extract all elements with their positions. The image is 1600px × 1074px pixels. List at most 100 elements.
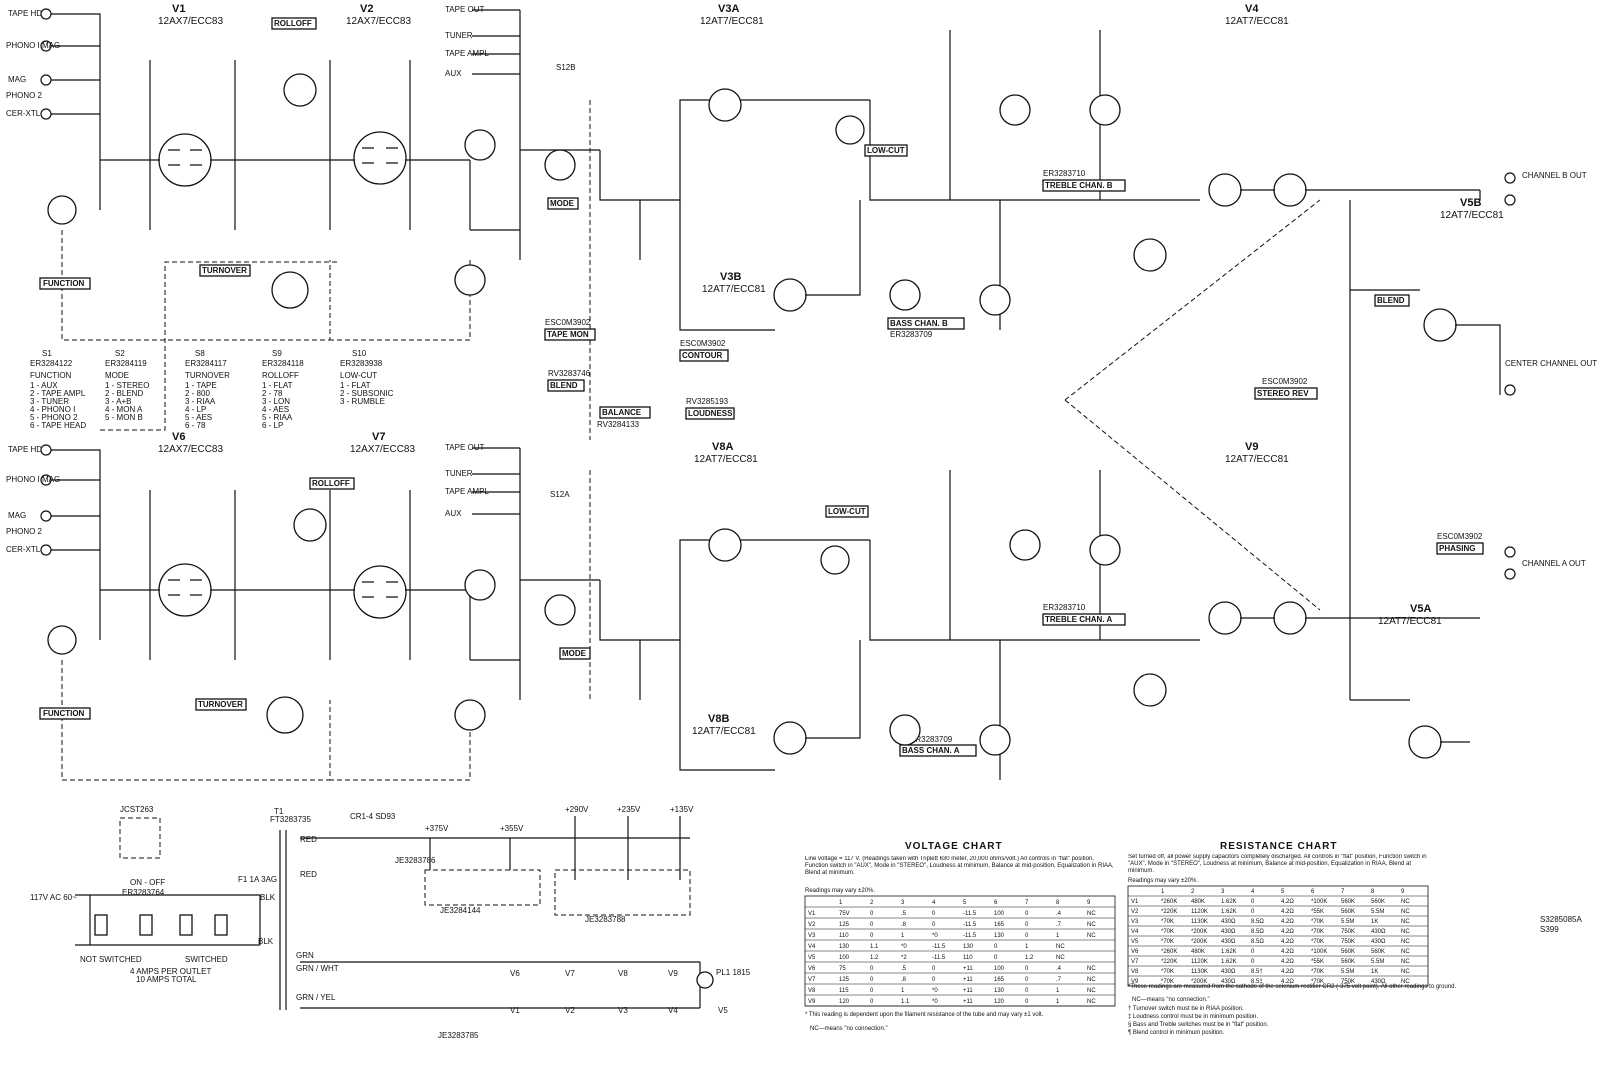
resistance-table-cell: 8.5†: [1251, 969, 1263, 975]
voltage-table-cell: 0: [994, 955, 998, 961]
voltage-table-cell: 100: [994, 911, 1005, 917]
svg-text:RED: RED: [300, 870, 317, 879]
resistance-table-cell: 430Ω: [1221, 939, 1236, 945]
resistance-table-cell: *70K: [1161, 939, 1174, 945]
voltage-table-header-cell: 7: [1025, 900, 1029, 906]
svg-text:JE3283785: JE3283785: [438, 1031, 479, 1040]
switch-linkages: [61, 100, 1321, 781]
svg-text:RED: RED: [300, 835, 317, 844]
svg-text:10 AMPS TOTAL: 10 AMPS TOTAL: [136, 975, 197, 984]
svg-text:ESC0M3902: ESC0M3902: [1437, 532, 1483, 541]
voltage-table-cell: V2: [808, 922, 816, 928]
resistance-table-cell: 560K: [1371, 949, 1385, 955]
voltage-table-cell: 75V: [839, 911, 850, 917]
voltage-table-cell: 1: [901, 933, 905, 939]
svg-text:NC—means "no connection.": NC—means "no connection.": [1132, 997, 1210, 1003]
resistance-table-cell: V6: [1131, 949, 1139, 955]
voltage-table-cell: 100: [839, 955, 850, 961]
resistance-table-cell: NC: [1401, 969, 1410, 975]
tube-v8a: V8A 12AT7/ECC81: [694, 441, 758, 562]
voltage-table-cell: NC: [1056, 955, 1065, 961]
svg-text:* This reading is dependent up: * This reading is dependent upon the fil…: [805, 1012, 1044, 1018]
resistance-table-cell: 5.5M: [1371, 909, 1384, 915]
voltage-table-cell: 100: [994, 966, 1005, 972]
voltage-table-cell: 130: [963, 944, 974, 950]
voltage-table-cell: 0: [932, 911, 936, 917]
svg-text:V8: V8: [618, 969, 628, 978]
resistance-table-cell: 430Ω: [1221, 919, 1236, 925]
svg-text:CER-XTL: CER-XTL: [6, 545, 41, 554]
input-jacks-top: TAPE HD PHONO I MAG MAG PHONO 2 CER-XTL: [6, 8, 101, 210]
resistance-table-header-cell: 1: [1161, 889, 1165, 895]
resistance-table-cell: 1130K: [1191, 919, 1208, 925]
resistance-table-cell: V5: [1131, 939, 1139, 945]
voltage-table-cell: 1: [1056, 988, 1060, 994]
voltage-table-header-cell: 3: [901, 900, 905, 906]
svg-text:12AX7/ECC83: 12AX7/ECC83: [350, 444, 415, 455]
svg-text:ER3284119: ER3284119: [105, 359, 147, 368]
resistance-table-cell: *260K: [1161, 899, 1177, 905]
label-boxes: FUNCTION FUNCTION TURNOVER TURNOVER ROLL…: [39, 17, 1484, 757]
tube-v3b: V3B 12AT7/ECC81: [702, 271, 807, 312]
resistance-table-header-cell: 6: [1311, 889, 1315, 895]
svg-text:VOLTAGE CHART: VOLTAGE CHART: [905, 841, 1003, 852]
resistance-table-cell: 1120K: [1191, 909, 1208, 915]
svg-text:Readings may vary ±20%.: Readings may vary ±20%.: [805, 888, 875, 894]
doc-sub: S399: [1540, 925, 1559, 934]
voltage-table-cell: 110: [963, 955, 973, 961]
resistance-table-cell: 4.2Ω: [1281, 929, 1294, 935]
svg-text:V1: V1: [510, 1006, 520, 1015]
svg-text:V6: V6: [172, 431, 185, 443]
svg-text:ER3283710: ER3283710: [1043, 603, 1086, 612]
voltage-table-header-cell: 6: [994, 900, 998, 906]
svg-text:RV3283746: RV3283746: [548, 369, 591, 378]
resistance-table-cell: 750K: [1341, 979, 1355, 985]
resistance-table-cell: *55K: [1311, 909, 1324, 915]
voltage-table-cell: 165: [994, 977, 1005, 983]
voltage-table-cell: .7: [1056, 922, 1062, 928]
svg-text:6 - LP: 6 - LP: [262, 421, 283, 430]
svg-text:S9: S9: [272, 349, 282, 358]
voltage-table-cell: 0: [1025, 966, 1029, 972]
voltage-table-cell: 0: [932, 922, 936, 928]
svg-text:12AT7/ECC81: 12AT7/ECC81: [1225, 454, 1289, 465]
svg-text:12AX7/ECC83: 12AX7/ECC83: [158, 444, 223, 455]
resistance-table-cell: *100K: [1311, 949, 1327, 955]
svg-text:4 - AES: 4 - AES: [262, 405, 289, 414]
function-box-top: FUNCTION: [43, 279, 85, 288]
resistance-table-cell: 1.62K: [1221, 899, 1237, 905]
svg-text:LOW-CUT: LOW-CUT: [340, 371, 377, 380]
svg-text:SWITCHED: SWITCHED: [185, 955, 228, 964]
outputs: CHANNEL B OUT CENTER CHANNEL OUT CHANNEL…: [1504, 171, 1597, 580]
turnover-box-bottom: TURNOVER: [198, 700, 243, 709]
voltage-table-cell: +11: [963, 966, 973, 972]
svg-text:S10: S10: [352, 349, 367, 358]
resistance-table-cell: 4.2Ω: [1281, 939, 1294, 945]
svg-text:GRN: GRN: [296, 951, 314, 960]
svg-text:12AT7/ECC81: 12AT7/ECC81: [1225, 16, 1289, 27]
mode-box-bottom: MODE: [562, 649, 587, 658]
bass-b-box: BASS CHAN. B: [890, 319, 948, 328]
resistance-table-cell: 1.62K: [1221, 959, 1237, 965]
voltage-table-cell: .5: [901, 966, 907, 972]
resistance-table-cell: 560K: [1371, 899, 1385, 905]
voltage-table-cell: 110: [839, 933, 849, 939]
svg-text:V7: V7: [372, 431, 385, 443]
svg-text:TAPE OUT: TAPE OUT: [445, 443, 485, 452]
rolloff-box-top: ROLLOFF: [274, 19, 312, 28]
tube-v9: V9 12AT7/ECC81: [1208, 441, 1307, 635]
resistance-table-cell: 5.5M: [1341, 969, 1354, 975]
tube-v1: V1 12AX7/ECC83: [158, 3, 223, 187]
input-label: CER-XTL: [6, 109, 41, 118]
voltage-table-cell: -11.5: [932, 944, 946, 950]
resistance-table-cell: *70K: [1161, 979, 1174, 985]
voltage-table-cell: 125: [839, 977, 850, 983]
resistance-table-cell: *70K: [1161, 919, 1174, 925]
voltage-table-header-cell: 1: [839, 900, 843, 906]
svg-text:ER3284118: ER3284118: [262, 359, 304, 368]
resistance-table-cell: 430Ω: [1371, 929, 1386, 935]
voltage-table-cell: 0: [870, 966, 874, 972]
voltage-table-cell: 130: [994, 988, 1005, 994]
svg-text:ER3283709: ER3283709: [890, 330, 933, 339]
resistance-table-cell: 0: [1251, 949, 1255, 955]
